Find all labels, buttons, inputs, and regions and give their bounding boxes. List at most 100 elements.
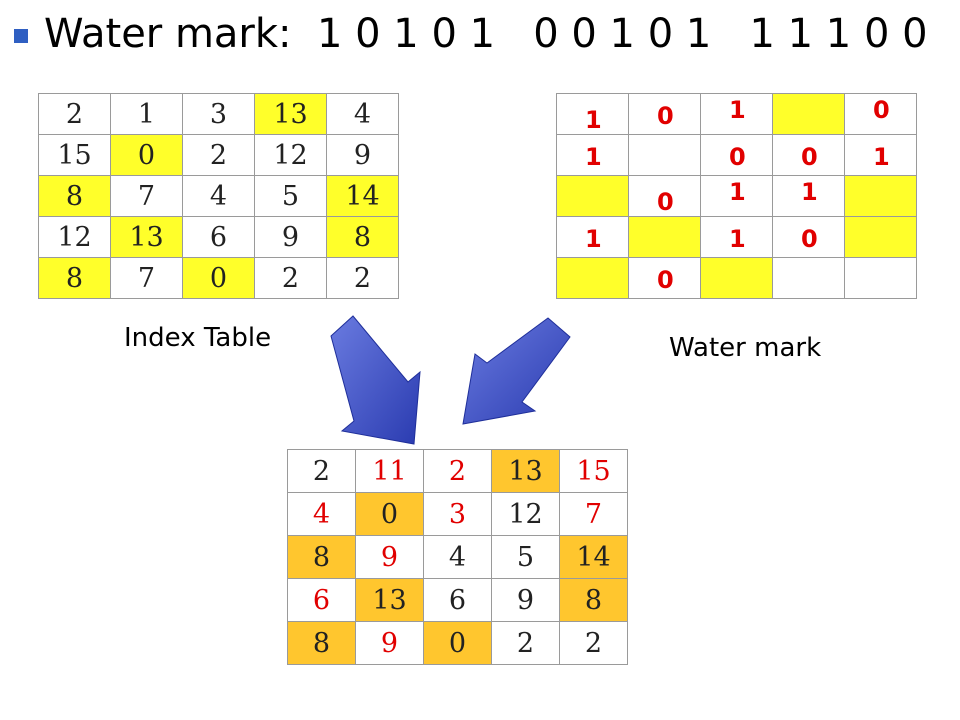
watermark-cell	[844, 216, 917, 258]
watermark-cell: 1	[556, 93, 629, 135]
result-cell: 9	[355, 535, 424, 579]
watermark-cell	[700, 257, 773, 299]
result-cell: 6	[423, 578, 492, 622]
index-cell: 5	[254, 175, 327, 217]
watermark-bit: 1	[729, 225, 746, 253]
watermark-cell	[844, 257, 917, 299]
result-cell: 9	[491, 578, 560, 622]
title-bits: 1 0 1 0 1 0 0 1 0 1 1 1 1 0 0	[316, 11, 928, 57]
watermark-bit: 0	[657, 188, 674, 216]
result-cell: 0	[423, 621, 492, 665]
index-cell: 7	[110, 257, 183, 299]
result-cell: 8	[287, 535, 356, 579]
result-cell: 9	[355, 621, 424, 665]
watermark-cell	[556, 257, 629, 299]
result-cell: 2	[559, 621, 628, 665]
index-cell: 2	[182, 134, 255, 176]
watermark-bit: 0	[873, 96, 890, 124]
watermark-cell: 1	[700, 216, 773, 258]
watermark-cell: 0	[844, 93, 917, 135]
index-cell: 6	[182, 216, 255, 258]
index-cell: 12	[38, 216, 111, 258]
watermark-bit: 0	[657, 102, 674, 130]
watermark-bit: 1	[801, 178, 818, 206]
watermark-row: 0	[556, 257, 917, 299]
result-cell: 5	[491, 535, 560, 579]
title-row: Water mark: 1 0 1 0 1 0 0 1 0 1 1 1 1 0 …	[14, 12, 928, 56]
index-cell: 8	[38, 257, 111, 299]
result-cell: 13	[491, 449, 560, 493]
watermark-cell: 0	[628, 175, 701, 217]
result-cell: 8	[287, 621, 356, 665]
watermark-cell: 0	[628, 257, 701, 299]
index-cell: 3	[182, 93, 255, 135]
result-cell: 4	[287, 492, 356, 536]
watermark-cell: 0	[772, 134, 845, 176]
bullet-icon	[14, 29, 28, 43]
watermark-cell	[556, 175, 629, 217]
result-cell: 13	[355, 578, 424, 622]
result-cell: 0	[355, 492, 424, 536]
result-cell: 12	[491, 492, 560, 536]
result-cell: 14	[559, 535, 628, 579]
watermark-cell	[772, 93, 845, 135]
title-label: Water mark:	[44, 11, 292, 57]
watermark-bit: 0	[801, 225, 818, 253]
index-cell: 8	[326, 216, 399, 258]
watermark-bit: 1	[585, 143, 602, 171]
watermark-row: 1 0 0 1	[556, 134, 917, 176]
watermark-bit: 1	[585, 225, 602, 253]
watermark-row: 1 0 1 0	[556, 93, 917, 135]
watermark-bit: 0	[657, 266, 674, 294]
result-cell: 4	[423, 535, 492, 579]
watermark-cell	[844, 175, 917, 217]
index-cell: 2	[38, 93, 111, 135]
watermark-table: 1 0 1 0 1 0 0 1 0 1 1 1 1 0 0	[556, 93, 917, 299]
index-cell: 12	[254, 134, 327, 176]
result-cell: 8	[559, 578, 628, 622]
index-cell: 2	[254, 257, 327, 299]
watermark-table-caption: Water mark	[669, 333, 822, 363]
result-cell: 15	[559, 449, 628, 493]
result-cell: 2	[491, 621, 560, 665]
index-cell: 0	[110, 134, 183, 176]
index-cell: 2	[326, 257, 399, 299]
result-cell: 2	[423, 449, 492, 493]
index-cell: 8	[38, 175, 111, 217]
index-cell: 0	[182, 257, 255, 299]
result-cell: 6	[287, 578, 356, 622]
index-cell: 4	[326, 93, 399, 135]
watermark-bit: 1	[729, 178, 746, 206]
watermark-bit: 1	[585, 106, 602, 134]
result-cell: 11	[355, 449, 424, 493]
watermark-bit: 0	[801, 143, 818, 171]
result-cell: 3	[423, 492, 492, 536]
watermark-bit: 1	[873, 143, 890, 171]
result-cell: 7	[559, 492, 628, 536]
watermark-bit: 1	[729, 96, 746, 124]
left-down-arrow-icon	[330, 315, 421, 445]
index-table-caption: Index Table	[124, 323, 272, 353]
watermark-cell: 1	[844, 134, 917, 176]
right-down-arrow-icon	[462, 317, 571, 425]
index-cell: 9	[326, 134, 399, 176]
watermark-bit: 0	[729, 143, 746, 171]
watermark-row: 0 1 1	[556, 175, 917, 217]
result-cell: 2	[287, 449, 356, 493]
watermark-cell	[628, 216, 701, 258]
index-cell: 14	[326, 175, 399, 217]
watermark-cell: 1	[772, 175, 845, 217]
watermark-row: 1 1 0	[556, 216, 917, 258]
